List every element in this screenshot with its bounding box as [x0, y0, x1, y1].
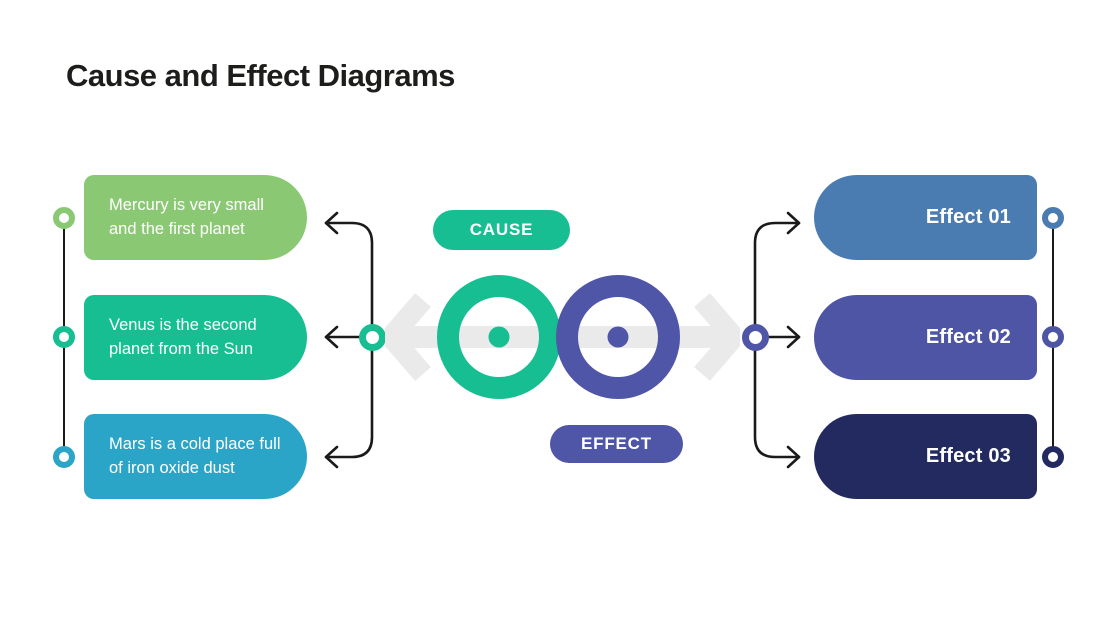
- arrow-left-icon: [324, 445, 339, 469]
- effect-junction-node: [742, 324, 769, 351]
- effect-ring-dot-icon: [607, 326, 629, 348]
- slide-title: Cause and Effect Diagrams: [66, 58, 455, 93]
- cause-effect-rings-graphic[interactable]: [385, 270, 740, 405]
- left-timeline-node-2: [53, 326, 75, 348]
- right-timeline-node-1: [1042, 207, 1064, 229]
- effect-card-3-label: Effect 03: [925, 445, 1011, 467]
- cause-junction-node: [359, 324, 386, 351]
- effect-card-2-label: Effect 02: [925, 326, 1011, 348]
- right-timeline-node-2: [1042, 326, 1064, 348]
- gray-arrowhead-left-icon: [385, 293, 431, 381]
- effect-badge-label: EFFECT: [581, 434, 652, 453]
- effect-ring-icon: [556, 275, 680, 399]
- cause-ring-icon: [437, 275, 561, 399]
- cause-card-3[interactable]: Mars is a cold place full of iron oxide …: [84, 414, 307, 499]
- cause-card-1-text: Mercury is very small and the first plan…: [109, 195, 264, 238]
- arrow-right-icon: [786, 325, 801, 349]
- cause-card-2[interactable]: Venus is the second planet from the Sun: [84, 295, 307, 380]
- effect-card-3[interactable]: Effect 03: [814, 414, 1037, 499]
- arrow-right-icon: [786, 211, 801, 235]
- arrow-left-icon: [324, 211, 339, 235]
- right-timeline-node-3: [1042, 446, 1064, 468]
- gray-arrowhead-right-icon: [694, 293, 740, 381]
- arrow-left-icon: [324, 325, 339, 349]
- effect-card-2[interactable]: Effect 02: [814, 295, 1037, 380]
- effect-card-1[interactable]: Effect 01: [814, 175, 1037, 260]
- arrow-right-icon: [786, 445, 801, 469]
- left-timeline-node-3: [53, 446, 75, 468]
- cause-badge-label: CAUSE: [469, 220, 534, 239]
- effect-card-1-label: Effect 01: [925, 206, 1011, 228]
- effect-badge[interactable]: EFFECT: [550, 425, 683, 463]
- cause-ring-dot-icon: [488, 326, 510, 348]
- left-timeline-node-1: [53, 207, 75, 229]
- cause-card-1[interactable]: Mercury is very small and the first plan…: [84, 175, 307, 260]
- cause-badge[interactable]: CAUSE: [433, 210, 570, 250]
- cause-card-3-text: Mars is a cold place full of iron oxide …: [109, 434, 281, 477]
- cause-card-2-text: Venus is the second planet from the Sun: [109, 315, 257, 358]
